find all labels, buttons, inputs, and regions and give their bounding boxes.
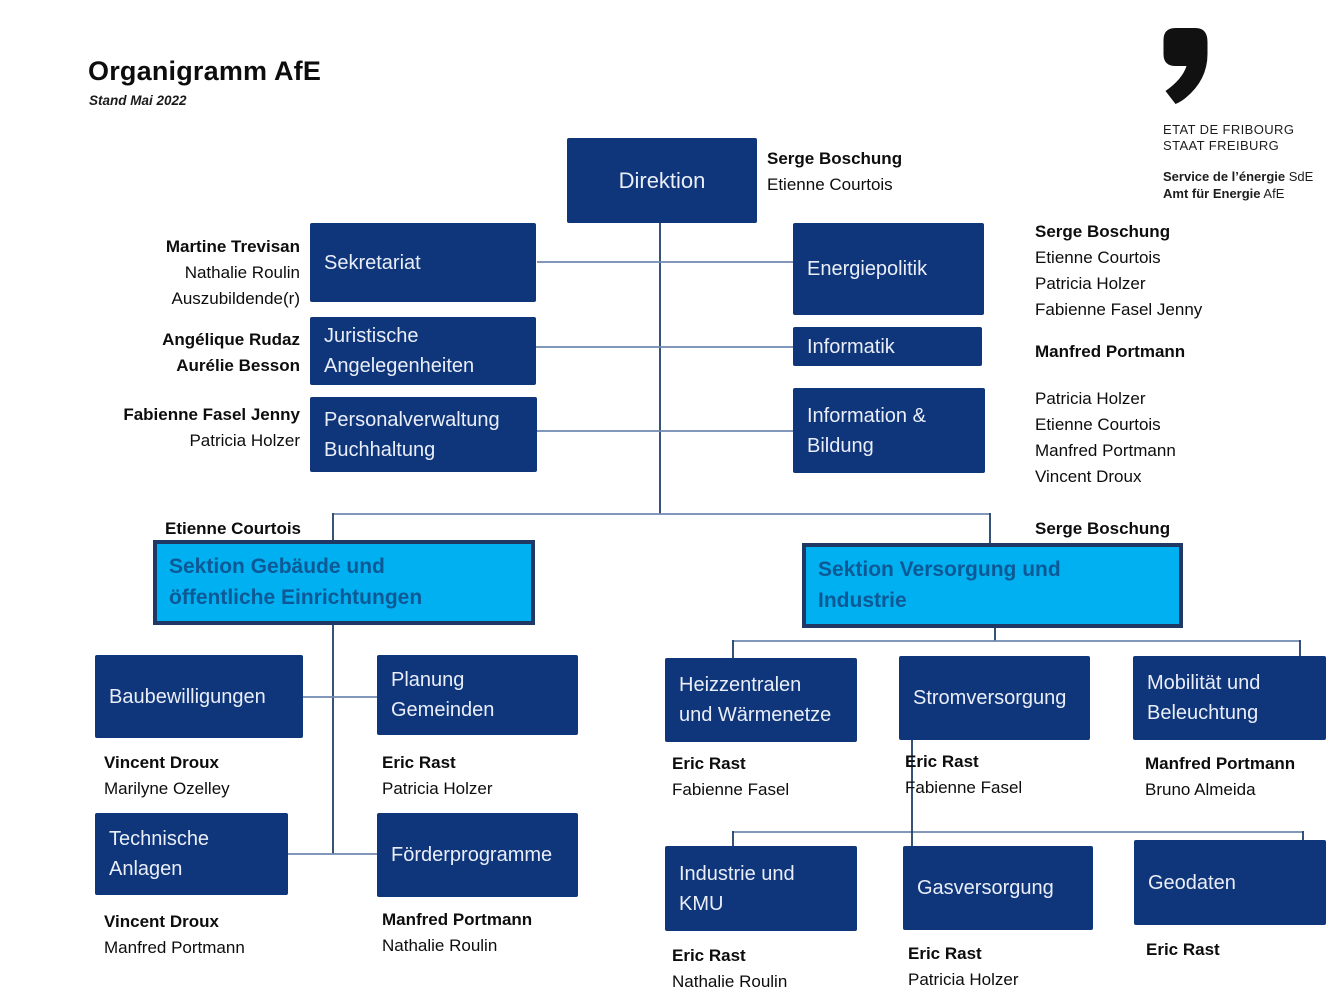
person-name: Fabienne Fasel Jenny [123, 405, 300, 424]
section-gebaeude-leader: Etienne Courtois [165, 519, 302, 538]
box-planung-gemeinden: Planung Gemeinden [377, 655, 578, 735]
foerderprogramme-names: Manfred Portmann Nathalie Roulin [382, 907, 532, 959]
person-name: Manfred Portmann [1035, 441, 1176, 460]
person-name: Vincent Droux [1035, 467, 1142, 486]
mobilitaet-names: Manfred Portmann Bruno Almeida [1145, 751, 1295, 803]
person-name: Vincent Droux [104, 753, 219, 772]
person-name: Etienne Courtois [1035, 415, 1161, 434]
person-name: Eric Rast [905, 752, 979, 771]
person-name: Martine Trevisan [165, 237, 300, 256]
page-title: Organigramm AfE [88, 56, 322, 86]
logo-service-de-abbr: AfE [1263, 185, 1285, 201]
person-name: Fabienne Fasel [672, 780, 790, 799]
fribourg-comma-icon [1163, 28, 1208, 104]
industrie-kmu-names: Eric Rast Nathalie Roulin [672, 943, 787, 995]
logo-service-fr: Service de l’énergie SdE [1163, 169, 1338, 186]
person-name: Bruno Almeida [1145, 780, 1256, 799]
box-geodaten: Geodaten [1134, 840, 1326, 925]
baubewilligungen-names: Vincent Droux Marilyne Ozelley [104, 750, 230, 802]
logo-canton-fr: ETAT DE FRIBOURG [1163, 122, 1295, 137]
technische-anlagen-names: Vincent Droux Manfred Portmann [104, 909, 245, 961]
gasversorgung-names: Eric Rast Patricia Holzer [908, 941, 1019, 993]
box-foerderprogramme: Förderprogramme [377, 813, 578, 897]
box-baubewilligungen: Baubewilligungen [95, 655, 303, 738]
box-personalverwaltung-buchhaltung: Personalverwaltung Buchhaltung [310, 397, 537, 472]
person-name: Fabienne Fasel [905, 778, 1023, 797]
person-name: Manfred Portmann [382, 910, 533, 929]
geodaten-names: Eric Rast [1146, 937, 1220, 963]
box-energiepolitik: Energiepolitik [793, 223, 984, 315]
logo-service-de: Amt für Energie AfE [1163, 186, 1338, 203]
person-name: Patricia Holzer [1035, 389, 1146, 408]
person-name: Angélique Rudaz [162, 330, 300, 349]
direktion-names: Serge Boschung Etienne Courtois [767, 146, 902, 198]
person-name: Manfred Portmann [1145, 754, 1296, 773]
person-name: Auszubildende(r) [171, 289, 300, 308]
information-bildung-names: Patricia Holzer Etienne Courtois Manfred… [1035, 386, 1176, 490]
person-name: Eric Rast [672, 946, 746, 965]
box-direktion: Direktion [567, 138, 757, 223]
person-name: Serge Boschung [1035, 222, 1171, 241]
box-stromversorgung: Stromversorgung [899, 656, 1090, 740]
person-name: Manfred Portmann [1035, 342, 1186, 361]
box-mobilitaet-beleuchtung: Mobilität und Beleuchtung [1133, 656, 1326, 740]
section-versorgung-leader: Serge Boschung [1035, 519, 1171, 538]
person-name: Etienne Courtois [1035, 248, 1161, 267]
person-name: Aurélie Besson [176, 356, 300, 375]
person-name: Vincent Droux [104, 912, 219, 931]
logo-service-de-name: Amt für Energie [1163, 185, 1261, 201]
sekretariat-names: Martine Trevisan Nathalie Roulin Auszubi… [60, 234, 300, 312]
logo-service-fr-name: Service de l’énergie [1163, 169, 1286, 184]
section-gebaeude-box: Sektion Gebäude und öffentliche Einricht… [153, 540, 535, 625]
person-name: Patricia Holzer [382, 779, 493, 798]
box-juristische-angelegenheiten: Juristische Angelegenheiten [310, 317, 536, 385]
box-industrie-kmu: Industrie und KMU [665, 846, 857, 931]
logo-canton-de: STAAT FREIBURG [1163, 138, 1280, 153]
person-name: Marilyne Ozelley [104, 779, 230, 798]
page-subtitle: Stand Mai 2022 [89, 93, 187, 108]
section-versorgung-box: Sektion Versorgung und Industrie [802, 543, 1183, 628]
fribourg-logo: ETAT DE FRIBOURG STAAT FREIBURG Service … [1163, 28, 1338, 202]
person-name: Patricia Holzer [908, 970, 1019, 989]
box-gasversorgung: Gasversorgung [903, 846, 1093, 930]
stromversorgung-names: Eric Rast Fabienne Fasel [905, 749, 1022, 801]
person-name: Patricia Holzer [1035, 274, 1146, 293]
person-name: Manfred Portmann [104, 938, 245, 957]
box-sekretariat: Sekretariat [310, 223, 536, 302]
juristische-names: Angélique Rudaz Aurélie Besson [60, 327, 300, 379]
logo-service-fr-abbr: SdE [1288, 169, 1314, 184]
person-name: Eric Rast [382, 753, 456, 772]
planung-gemeinden-names: Eric Rast Patricia Holzer [382, 750, 493, 802]
logo-service-lines: Service de l’énergie SdE Amt für Energie… [1163, 169, 1338, 202]
person-name: Fabienne Fasel Jenny [1035, 300, 1203, 319]
person-name: Nathalie Roulin [184, 263, 300, 282]
person-name: Eric Rast [908, 944, 982, 963]
energiepolitik-names: Serge Boschung Etienne Courtois Patricia… [1035, 219, 1202, 323]
person-name: Eric Rast [1146, 940, 1220, 959]
person-name: Nathalie Roulin [672, 972, 788, 991]
box-technische-anlagen: Technische Anlagen [95, 813, 288, 895]
box-informatik: Informatik [793, 327, 982, 366]
box-heizzentralen-waermenetze: Heizzentralen und Wärmenetze [665, 658, 857, 742]
box-information-bildung: Information & Bildung [793, 388, 985, 473]
person-name: Patricia Holzer [189, 431, 300, 450]
informatik-names: Manfred Portmann [1035, 339, 1185, 365]
person-name: Eric Rast [672, 754, 746, 773]
person-name: Nathalie Roulin [382, 936, 498, 955]
person-name: Etienne Courtois [767, 175, 893, 194]
heizzentralen-names: Eric Rast Fabienne Fasel [672, 751, 789, 803]
personalverwaltung-names: Fabienne Fasel Jenny Patricia Holzer [60, 402, 300, 454]
logo-canton-lines: ETAT DE FRIBOURG STAAT FREIBURG [1163, 122, 1338, 154]
person-name: Serge Boschung [767, 149, 903, 168]
